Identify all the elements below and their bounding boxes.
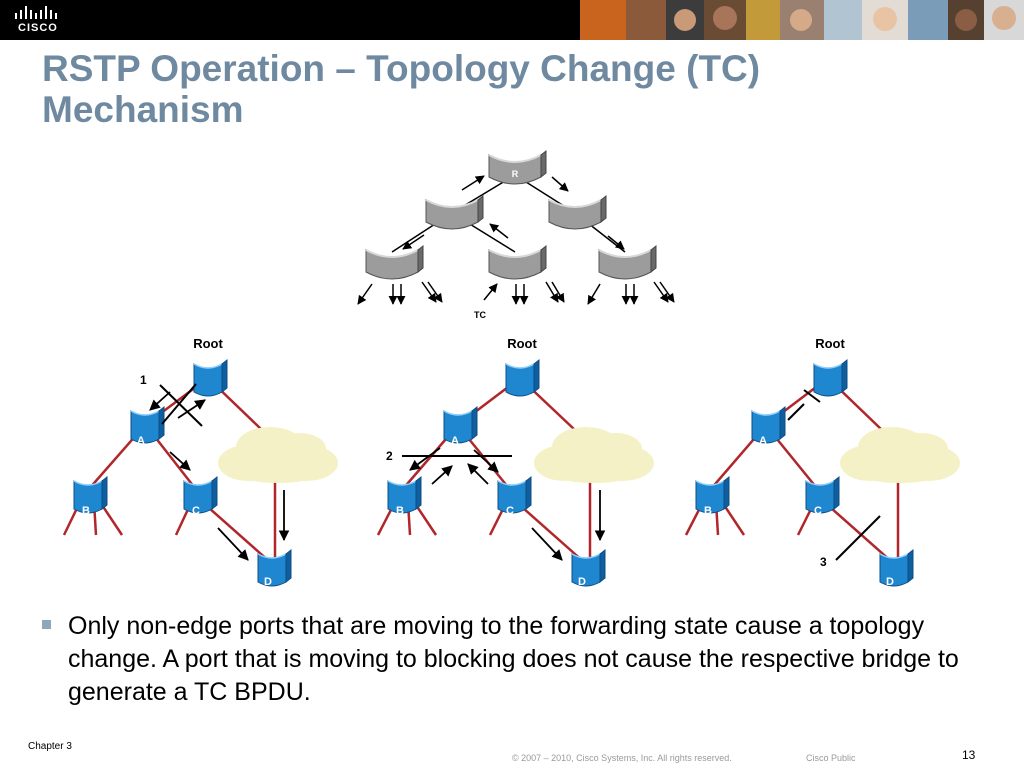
- cloud-icon: [218, 427, 338, 483]
- switch-gray: [425, 195, 484, 230]
- cisco-logo: CISCO: [12, 4, 72, 36]
- footer-chapter: Chapter 3: [28, 741, 72, 752]
- panel-step-3: Root A B C D 3: [684, 336, 960, 588]
- logo-text: CISCO: [18, 22, 58, 34]
- switch-gray: [598, 245, 657, 280]
- node-label-b: B: [396, 505, 404, 517]
- node-label-c: C: [814, 505, 822, 517]
- switch-gray: [488, 245, 547, 280]
- blocked-port-mark: [787, 403, 805, 421]
- rstp-topology-diagram: R TC: [62, 150, 960, 588]
- node-label-a: A: [451, 435, 459, 447]
- bullet-square-icon: [42, 620, 51, 629]
- switch-a: [443, 406, 478, 444]
- header-bar: CISCO: [0, 0, 1024, 40]
- switch-root: [813, 359, 848, 397]
- tc-propagation-tree: R TC: [357, 150, 675, 320]
- cisco-bars-icon: [15, 6, 57, 19]
- footer-copyright: © 2007 – 2010, Cisco Systems, Inc. All r…: [512, 753, 732, 763]
- switch-a: [751, 406, 786, 444]
- step-label: 3: [820, 555, 827, 569]
- root-label: Root: [815, 336, 845, 351]
- node-label-b: B: [704, 505, 712, 517]
- switch-r-label: R: [512, 169, 519, 179]
- node-label-d: D: [886, 576, 894, 588]
- panel-step-2: Root A B C D 2: [376, 336, 654, 588]
- root-label: Root: [193, 336, 223, 351]
- root-label: Root: [507, 336, 537, 351]
- node-label-c: C: [192, 505, 200, 517]
- switch-b: [73, 476, 108, 514]
- node-label-b: B: [82, 505, 90, 517]
- step-label: 2: [386, 449, 393, 463]
- page-number: 13: [962, 748, 976, 762]
- bullet-text: Only non-edge ports that are moving to t…: [68, 612, 959, 706]
- node-label-c: C: [506, 505, 514, 517]
- panel-step-1: Root A B C D 1: [62, 336, 338, 588]
- node-label-a: A: [137, 435, 145, 447]
- slide-title-line1: RSTP Operation – Topology Change (TC): [42, 48, 761, 89]
- switch-root: [505, 359, 540, 397]
- step-label: 1: [140, 373, 147, 387]
- slide-title: RSTP Operation – Topology Change (TC) Me…: [42, 48, 942, 130]
- switch-root: [193, 359, 228, 397]
- node-label-d: D: [264, 576, 272, 588]
- blocked-port-x: [159, 384, 203, 427]
- cloud-icon: [534, 427, 654, 483]
- node-label-d: D: [578, 576, 586, 588]
- slide-title-line2: Mechanism: [42, 89, 244, 130]
- switch-gray: [548, 195, 607, 230]
- switch-a: [130, 406, 165, 444]
- switch-b: [695, 476, 730, 514]
- blocked-port-x: [835, 515, 881, 561]
- photo-strip: [580, 0, 1024, 40]
- switch-b: [387, 476, 422, 514]
- node-label-a: A: [759, 435, 767, 447]
- cloud-icon: [840, 427, 960, 483]
- tc-label: TC: [474, 310, 486, 320]
- switch-r: [488, 150, 547, 185]
- footer-classification: Cisco Public: [806, 753, 856, 763]
